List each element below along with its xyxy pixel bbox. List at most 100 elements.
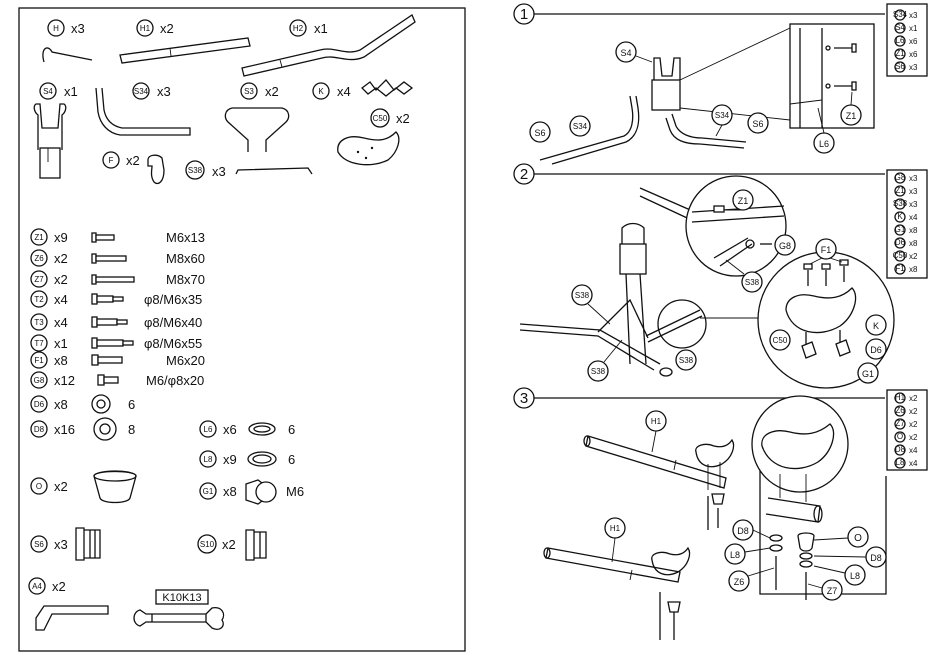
svg-text:S38: S38 [745, 278, 760, 287]
hardware-l8: L8 x9 6 [199, 450, 295, 468]
svg-text:Z1: Z1 [846, 111, 857, 121]
svg-text:L6: L6 [819, 139, 829, 149]
wrench-k10k13: K10K13 [133, 589, 225, 630]
svg-text:x8: x8 [909, 239, 918, 248]
svg-text:S4: S4 [43, 87, 53, 96]
svg-text:S4: S4 [895, 23, 905, 32]
hardware-d8: D8 x16 8 [30, 417, 135, 441]
svg-text:x4: x4 [909, 459, 918, 468]
svg-text:φ8/M6x40: φ8/M6x40 [144, 315, 202, 330]
hardware-t7: T7 x1 φ8/M6x55 [30, 334, 202, 352]
svg-text:D6: D6 [34, 400, 45, 409]
svg-text:L8: L8 [896, 458, 905, 467]
svg-text:x2: x2 [54, 272, 68, 287]
svg-text:Z7: Z7 [34, 275, 44, 284]
straight-tube-drawing [119, 37, 251, 64]
svg-text:x8: x8 [223, 484, 237, 499]
part-s4: S4 x1 [33, 82, 78, 179]
svg-text:F1: F1 [895, 264, 905, 273]
hardware-t2: T2 x4 φ8/M6x35 [30, 290, 202, 308]
svg-text:D8: D8 [870, 553, 882, 563]
part-s38: S38 x3 [185, 160, 313, 180]
svg-text:x2: x2 [265, 84, 279, 99]
cap-drawing [93, 470, 137, 504]
bent-tube-drawing [241, 14, 416, 77]
svg-text:x2: x2 [54, 479, 68, 494]
svg-text:S34: S34 [134, 87, 149, 96]
svg-text:H1: H1 [610, 524, 621, 533]
svg-text:x6: x6 [909, 37, 918, 46]
svg-text:D8: D8 [34, 425, 45, 434]
svg-text:x2: x2 [909, 252, 918, 261]
end-cap-drawing [245, 529, 255, 561]
svg-text:x1: x1 [64, 84, 78, 99]
svg-text:H1: H1 [895, 393, 906, 402]
svg-text:L6: L6 [204, 425, 213, 434]
svg-text:Z6: Z6 [734, 577, 745, 587]
svg-text:L8: L8 [204, 455, 213, 464]
svg-text:6: 6 [288, 452, 295, 467]
svg-text:M6x20: M6x20 [166, 353, 205, 368]
svg-text:S38: S38 [591, 367, 606, 376]
svg-text:x2: x2 [126, 153, 140, 168]
svg-text:M8x60: M8x60 [166, 251, 205, 266]
svg-text:F1: F1 [821, 245, 832, 255]
svg-text:T3: T3 [34, 318, 44, 327]
parts-list-panel [18, 7, 466, 652]
wrench-drawing [133, 607, 225, 630]
hardware-d6: D6 x8 6 [30, 394, 135, 414]
svg-text:G8: G8 [34, 376, 45, 385]
svg-text:M6x13: M6x13 [166, 230, 205, 245]
hardware-z1: Z1 x9 M6x13 [30, 228, 205, 246]
svg-text:x4: x4 [337, 84, 351, 99]
svg-text:F1: F1 [34, 356, 44, 365]
svg-text:Z7: Z7 [827, 586, 838, 596]
svg-text:H1: H1 [140, 24, 151, 33]
hardware-list: Z1 x9 M6x13 Z6 x2 M8x60 Z7 x2 M8x70 T2 x… [28, 228, 304, 631]
svg-text:x3: x3 [909, 63, 918, 72]
svg-text:x3: x3 [212, 164, 226, 179]
svg-text:6: 6 [288, 422, 295, 437]
svg-text:x3: x3 [54, 537, 68, 552]
svg-text:Z6: Z6 [895, 406, 905, 415]
svg-text:S6: S6 [534, 128, 545, 138]
svg-text:Z7: Z7 [895, 419, 905, 428]
svg-text:O: O [36, 482, 42, 491]
svg-text:x1: x1 [54, 336, 68, 351]
svg-text:x2: x2 [222, 537, 236, 552]
svg-text:1: 1 [520, 6, 528, 23]
svg-text:x8: x8 [54, 353, 68, 368]
part-s34: S34 x3 [95, 82, 191, 136]
svg-text:S3: S3 [244, 87, 254, 96]
svg-text:x4: x4 [909, 213, 918, 222]
svg-text:C50: C50 [773, 336, 788, 345]
svg-text:G1: G1 [862, 369, 874, 379]
svg-text:x3: x3 [909, 200, 918, 209]
u-frame-drawing [224, 107, 290, 152]
svg-text:K: K [873, 321, 879, 331]
svg-text:x6: x6 [909, 50, 918, 59]
hardware-z6: Z6 x2 M8x60 [30, 249, 205, 267]
svg-text:x6: x6 [223, 422, 237, 437]
svg-text:x9: x9 [54, 230, 68, 245]
svg-text:x4: x4 [54, 292, 68, 307]
svg-text:8: 8 [128, 422, 135, 437]
svg-text:x2: x2 [909, 420, 918, 429]
svg-text:x3: x3 [157, 84, 171, 99]
svg-text:S6: S6 [752, 119, 763, 129]
l-tube-drawing [95, 87, 191, 136]
svg-text:F: F [109, 156, 114, 165]
part-k: K x4 [312, 79, 414, 100]
hardware-a4: A4 x2 [28, 577, 109, 631]
svg-text:C50: C50 [373, 114, 388, 123]
part-h2: H2 x1 [241, 14, 416, 77]
svg-text:x2: x2 [52, 579, 66, 594]
hardware-s6: S6 x3 [30, 527, 101, 561]
knob-drawing [147, 154, 165, 185]
svg-text:A4: A4 [32, 582, 42, 591]
svg-text:x3: x3 [909, 11, 918, 20]
